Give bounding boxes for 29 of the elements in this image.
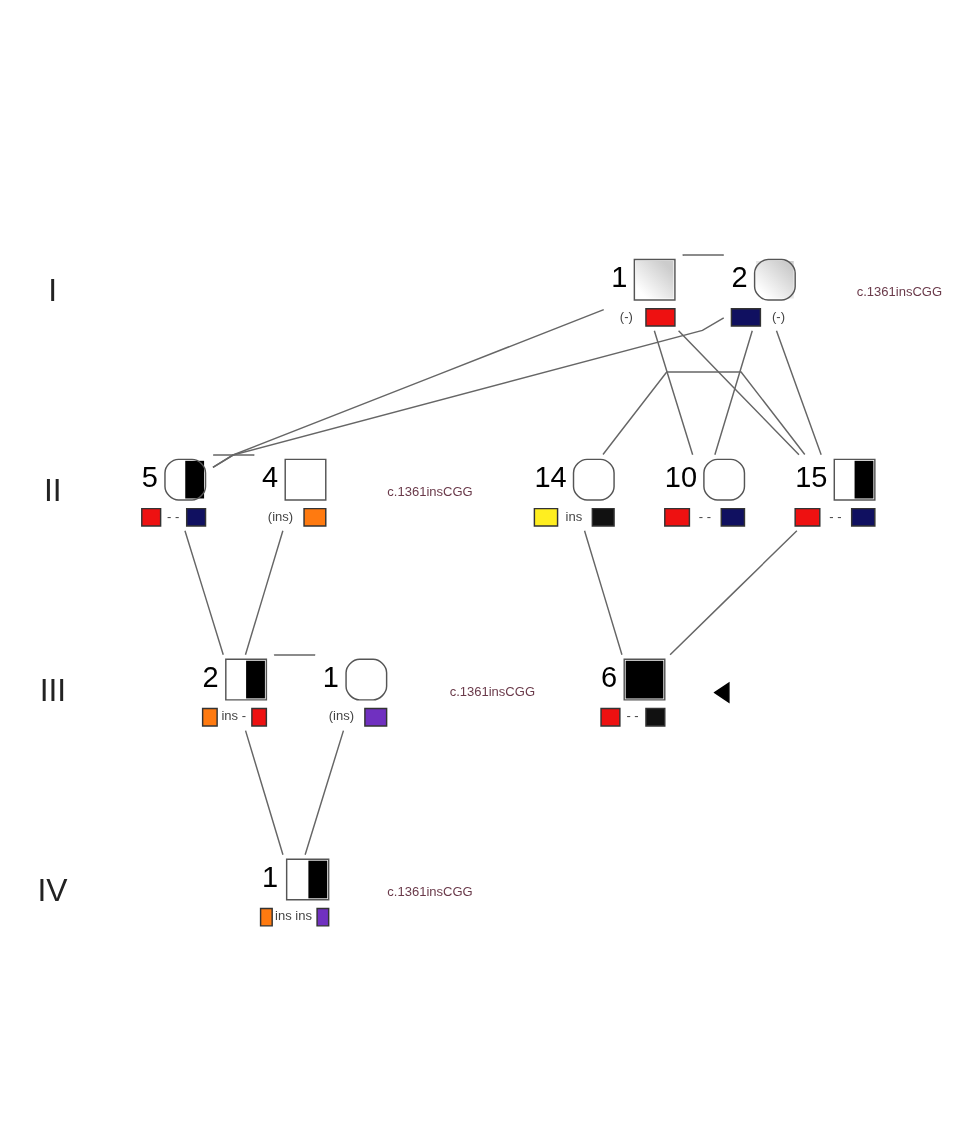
- connector: [184, 529, 224, 655]
- connector: [602, 370, 806, 455]
- label: c.1361insCGG: [387, 483, 473, 499]
- connector: [212, 316, 725, 468]
- node-label: 1: [322, 660, 339, 693]
- label: c.1361insCGG: [387, 883, 473, 899]
- connector: [273, 653, 316, 656]
- label: c.1361insCGG: [856, 283, 943, 299]
- connector: [244, 729, 284, 855]
- label: c.1361insCGG: [449, 683, 536, 699]
- label: I: [48, 271, 58, 308]
- node-label: (ins): [267, 508, 294, 523]
- node-label: 1: [611, 260, 628, 293]
- node-label: (-): [619, 308, 633, 324]
- node-label: (ins): [328, 707, 354, 723]
- connector: [653, 329, 694, 456]
- node-label: 4: [262, 460, 279, 493]
- label: IV: [37, 871, 68, 908]
- connector: [714, 329, 753, 456]
- connector: [212, 453, 255, 456]
- connector: [677, 329, 800, 456]
- connector: [583, 529, 623, 655]
- label: III: [39, 671, 67, 708]
- connector: [681, 253, 725, 256]
- connector: [244, 529, 284, 655]
- connector: [775, 329, 822, 456]
- connector: [669, 529, 798, 655]
- label: II: [44, 471, 62, 508]
- connector: [304, 729, 345, 855]
